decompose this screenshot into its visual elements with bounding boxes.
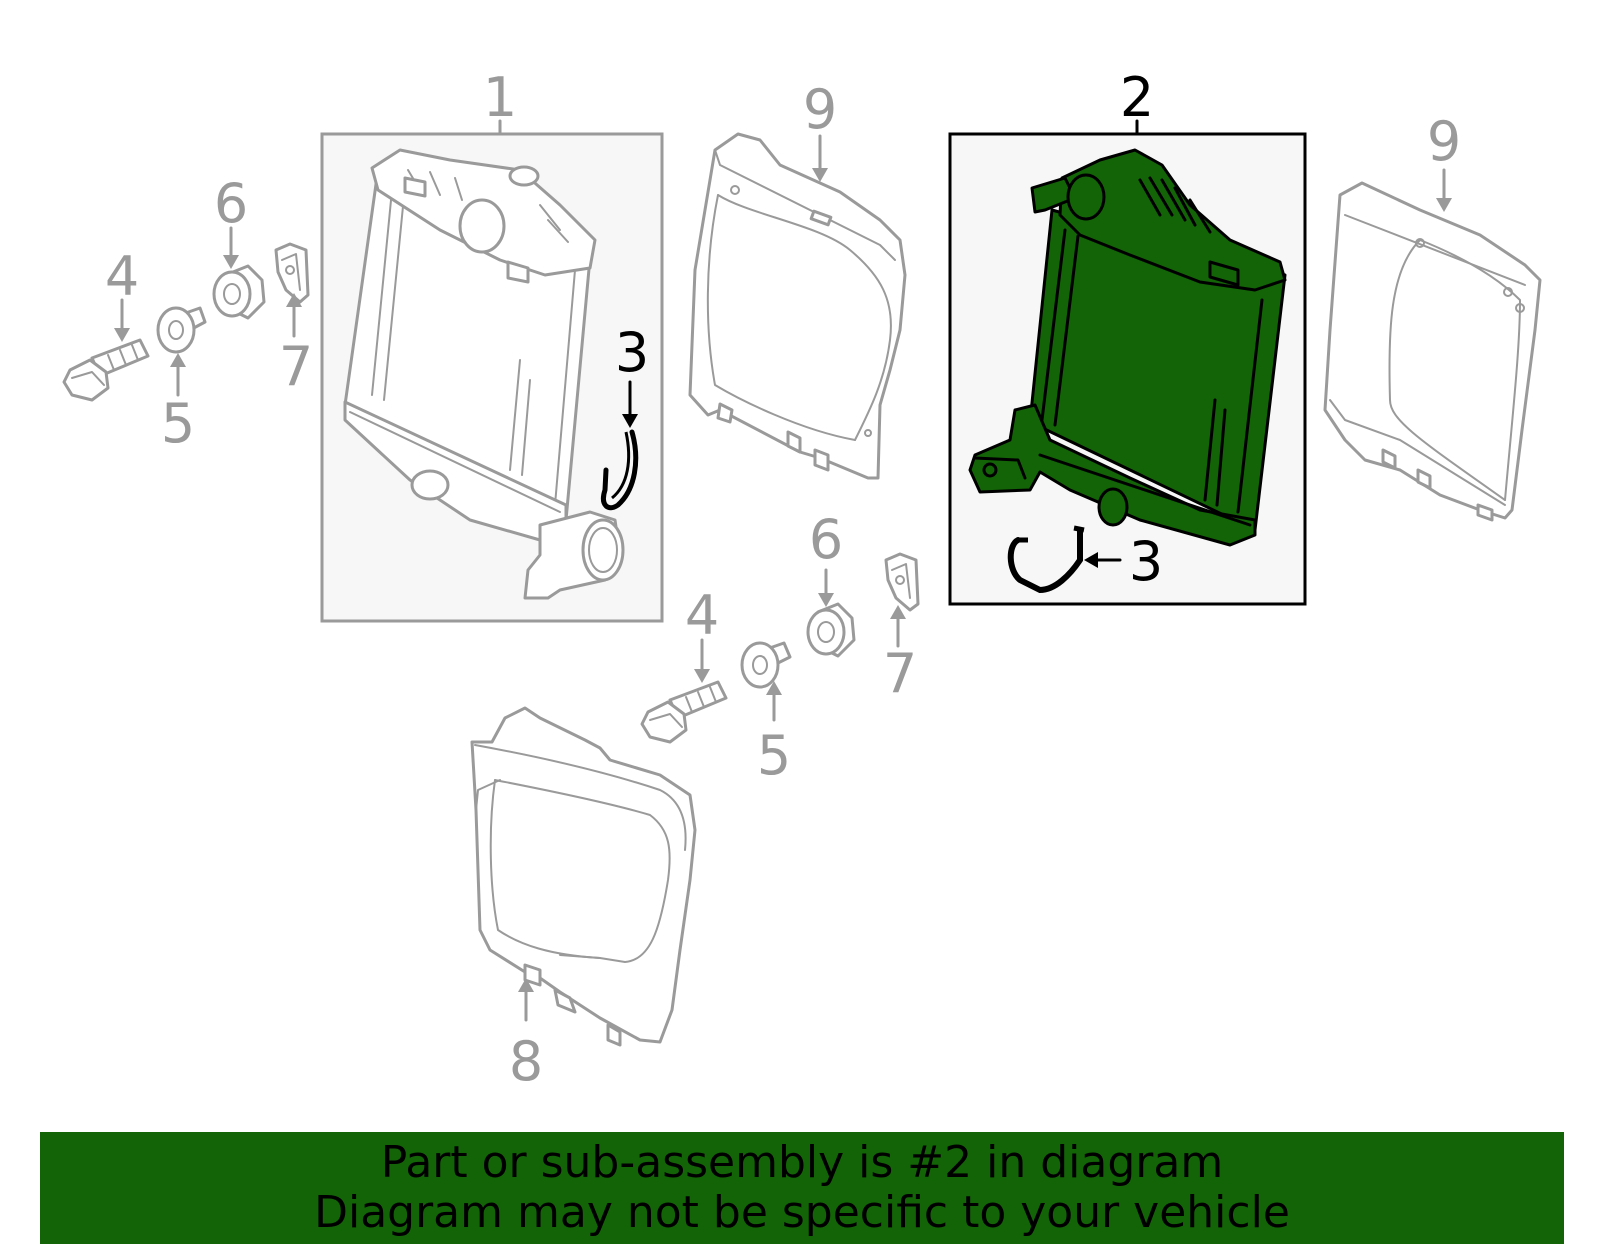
banner-background	[40, 1132, 1564, 1244]
air-duct-8[interactable]	[470, 706, 697, 1047]
arrow-6-top	[223, 226, 239, 269]
callout-4-middle: 4	[685, 584, 719, 647]
clip-7-top[interactable]	[274, 242, 310, 304]
shroud-9-middle[interactable]	[688, 132, 907, 480]
callout-6-middle: 6	[809, 508, 843, 571]
callout-2: 2	[1120, 66, 1154, 129]
banner-line-1: Part or sub-assembly is #2 in diagram	[380, 1137, 1224, 1188]
arrow-7-middle	[890, 605, 906, 648]
clip-7-middle[interactable]	[884, 552, 920, 612]
callout-3-left: 3	[615, 321, 649, 384]
arrow-4-middle	[694, 638, 710, 683]
hose-3-right[interactable]	[1007, 525, 1122, 594]
callout-5-middle: 5	[757, 724, 791, 787]
assembly-2-intercooler-highlighted[interactable]	[948, 119, 1307, 606]
callout-1: 1	[483, 66, 517, 129]
washer-5-top[interactable]	[156, 306, 207, 354]
callout-3-right: 3	[1129, 530, 1163, 593]
washer-5-middle[interactable]	[740, 641, 792, 689]
arrow-9-middle	[812, 134, 828, 182]
callout-8: 8	[509, 1030, 543, 1093]
arrow-5-top	[170, 353, 186, 397]
shroud-9-right[interactable]	[1323, 181, 1542, 522]
callout-9-right: 9	[1427, 110, 1461, 173]
callout-7-middle: 7	[883, 642, 917, 705]
hose-3-left[interactable]	[601, 380, 639, 511]
arrow-4-top	[114, 298, 130, 342]
arrow-9-right	[1436, 168, 1452, 212]
callout-7-top: 7	[279, 335, 313, 398]
callout-9-middle: 9	[803, 78, 837, 141]
arrow-5-middle	[766, 681, 782, 722]
banner-line-2: Diagram may not be specific to your vehi…	[314, 1187, 1290, 1238]
bushing-6-top[interactable]	[212, 264, 266, 320]
callout-4-top: 4	[105, 245, 139, 308]
arrow-7-top	[286, 293, 302, 338]
bushing-6-middle[interactable]	[806, 602, 856, 658]
assembly-1-intercooler[interactable]	[320, 119, 664, 623]
info-banner: Part or sub-assembly is #2 in diagram Di…	[40, 1132, 1564, 1244]
arrow-8	[518, 978, 534, 1022]
callout-5-top: 5	[161, 392, 195, 455]
bolt-4-middle[interactable]	[640, 680, 728, 744]
arrow-6-middle	[818, 568, 834, 607]
callout-6-top: 6	[214, 172, 248, 235]
bolt-4-top[interactable]	[62, 338, 150, 402]
